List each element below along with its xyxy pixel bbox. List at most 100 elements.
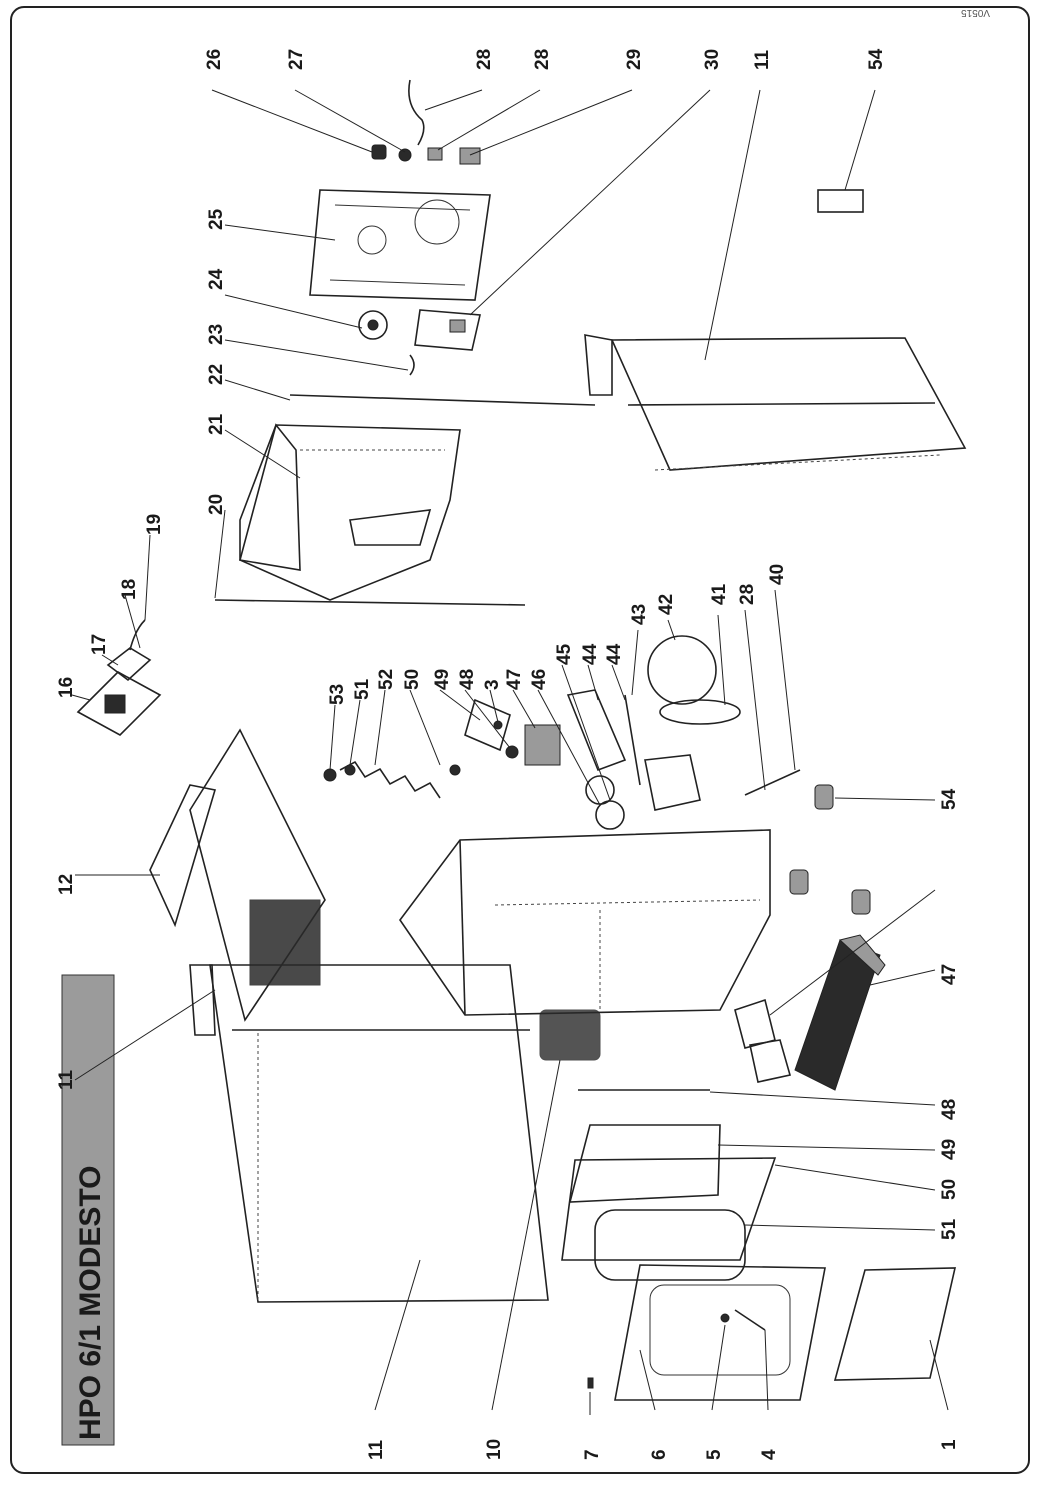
drawing-frame: [10, 6, 1030, 1474]
callout-label: 48: [939, 1099, 960, 1120]
part-display-54: [817, 189, 864, 213]
part-pin-7: [587, 1377, 594, 1389]
part-door-6: [614, 1264, 826, 1401]
callout-label: 50: [402, 669, 423, 690]
part-side-panel-right: [584, 334, 967, 471]
part-plate-48: [734, 998, 776, 1049]
callout-label: 45: [554, 643, 575, 665]
part-latch-5: [720, 1313, 730, 1323]
part-cable-19-20: [129, 619, 146, 651]
callout-label: 7: [582, 1449, 603, 1460]
callout-label: 17: [89, 634, 110, 655]
callout-label: 52: [376, 669, 397, 690]
part-tube-37: [566, 689, 627, 772]
callout-label: 42: [656, 594, 677, 615]
callout-label: 46: [529, 669, 550, 690]
callout-label: 51: [352, 678, 373, 700]
part-component-30: [427, 147, 443, 161]
part-screw-3: [493, 720, 503, 730]
callout-label: 11: [56, 1069, 77, 1090]
callout-label: 16: [56, 677, 77, 698]
part-control-board: [414, 309, 481, 351]
callout-label: 28: [737, 584, 758, 605]
callout-label: 25: [206, 208, 227, 230]
part-handle-4: [734, 1309, 766, 1331]
callout-label: 21: [206, 413, 227, 435]
part-fan-25: [358, 310, 388, 340]
part-foot-a: [789, 869, 809, 895]
version-code: V0515: [961, 7, 990, 18]
part-washer-42: [505, 745, 519, 759]
callout-label: 23: [206, 324, 227, 345]
callout-label: 51: [939, 1218, 960, 1240]
callout-label: 24: [206, 268, 227, 290]
callout-label: 20: [206, 494, 227, 515]
callout-label: 30: [702, 49, 723, 70]
callout-label: 48: [457, 669, 478, 690]
part-top-lid: [149, 784, 217, 928]
callout-label: 19: [144, 514, 165, 535]
part-gasket-52: [561, 1157, 777, 1261]
part-component-31: [459, 147, 481, 165]
part-control-panel-17: [76, 671, 162, 736]
part-gasket-34: [659, 699, 741, 725]
callout-label: 49: [432, 669, 453, 690]
part-frame-53: [594, 1209, 746, 1281]
part-bracket-18: [106, 647, 152, 682]
callout-label: 22: [206, 364, 227, 385]
title-plate: HPO 6/1 MODESTO: [61, 974, 115, 1446]
part-front-panel-1: [833, 1267, 957, 1381]
callout-label: 53: [327, 684, 348, 705]
callout-label: 28: [474, 49, 495, 70]
part-door-window: [649, 1284, 791, 1376]
part-ring-39: [595, 800, 625, 830]
part-support-rail-23: [289, 394, 596, 406]
callout-label: 3: [482, 679, 503, 690]
part-wire-24: [409, 354, 415, 376]
callout-label: 50: [939, 1179, 960, 1200]
callout-label: 4: [759, 1449, 780, 1460]
callout-label: 11: [752, 49, 773, 70]
part-power-cord-29: [408, 79, 425, 146]
callout-label: 44: [580, 643, 601, 665]
callout-label: 5: [704, 1449, 725, 1460]
part-component-27: [371, 144, 387, 160]
callout-group: 26 27 28 28 29 30 11 54 25 24 23 22 21 2…: [56, 48, 960, 1460]
callout-label: 26: [204, 49, 225, 70]
callout-label: 41: [709, 583, 730, 605]
callout-label: 1: [939, 1439, 960, 1450]
part-foot-b: [851, 889, 871, 915]
callout-label: 54: [939, 788, 960, 810]
callout-label: 44: [604, 643, 625, 665]
part-support-rail-21: [214, 599, 526, 606]
callout-label: 47: [939, 964, 960, 985]
callout-label: 28: [532, 49, 553, 70]
part-transformer-10: [539, 1009, 601, 1061]
part-glass-51: [568, 1124, 721, 1203]
part-top-cover-grille: [189, 728, 326, 1022]
callout-label: 47: [504, 669, 525, 690]
part-rod-36: [624, 694, 641, 786]
callout-label: 40: [767, 564, 788, 585]
callout-label: 12: [56, 874, 77, 895]
part-probe-33: [744, 769, 801, 796]
part-gear-motor-41: [524, 724, 561, 766]
part-pellet-hopper: [239, 423, 461, 601]
callout-label: 6: [649, 1449, 670, 1460]
callout-label: 54: [866, 48, 887, 70]
callout-label: 29: [624, 49, 645, 70]
part-exhaust-fan-35: [647, 635, 717, 705]
part-main-body: [399, 754, 771, 1016]
part-tangential-fan-49: [794, 934, 886, 1091]
part-rear-plate: [309, 189, 491, 301]
callout-label: 43: [629, 604, 650, 625]
part-side-panel-left: [189, 964, 549, 1303]
part-foot-47: [814, 784, 834, 810]
callout-label: 10: [484, 1439, 505, 1460]
callout-label: 49: [939, 1139, 960, 1160]
callout-label: 27: [286, 49, 307, 70]
diagram-title: HPO 6/1 MODESTO: [74, 1165, 107, 1440]
part-auger-assembly: [323, 698, 511, 799]
part-plate-48b: [749, 1039, 792, 1083]
callout-label: 11: [366, 1439, 387, 1460]
